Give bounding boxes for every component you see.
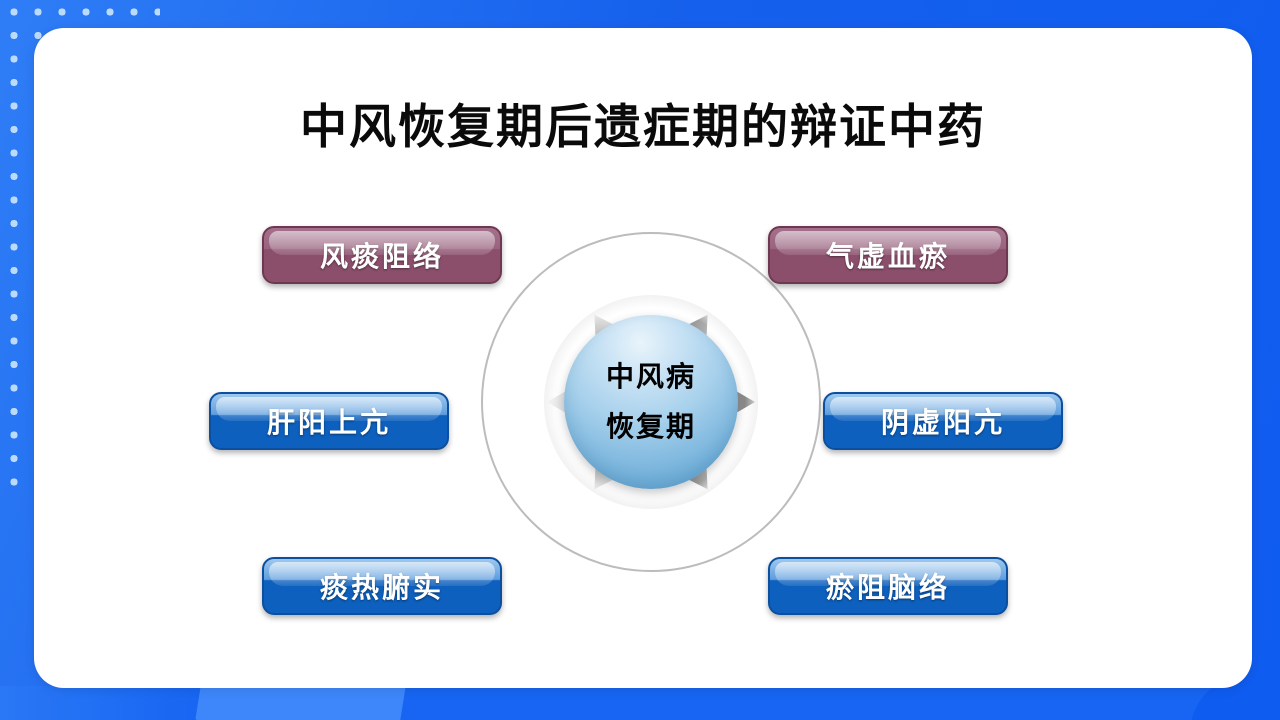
bottom-accent-band: [0, 686, 1280, 720]
center-node-sphere: 中风病 恢复期: [564, 315, 738, 489]
node-bottom-right[interactable]: 瘀阻脑络: [768, 557, 1008, 615]
page-title: 中风恢复期后遗症期的辩证中药: [300, 100, 986, 155]
bottom-accent-light: [195, 686, 406, 720]
node-bottom-left[interactable]: 痰热腑实: [262, 557, 502, 615]
node-top-left[interactable]: 风痰阻络: [262, 226, 502, 284]
outer-ring: [481, 232, 821, 572]
center-label-line2: 恢复期: [605, 410, 696, 443]
diagram-stage: 中风病 恢复期 风痰阻络 气虚血瘀 肝阳上亢 阴虚阳亢 痰热腑实 瘀阻脑络: [34, 28, 1252, 688]
content-card: 中风恢复期后遗症期的辩证中药: [34, 28, 1252, 688]
center-label-line1: 中风病: [605, 360, 696, 393]
node-top-right[interactable]: 气虚血瘀: [768, 226, 1008, 284]
node-middle-right[interactable]: 阴虚阳亢: [823, 392, 1063, 450]
node-middle-left[interactable]: 肝阳上亢: [209, 392, 449, 450]
dot-pattern-left: [0, 0, 30, 500]
